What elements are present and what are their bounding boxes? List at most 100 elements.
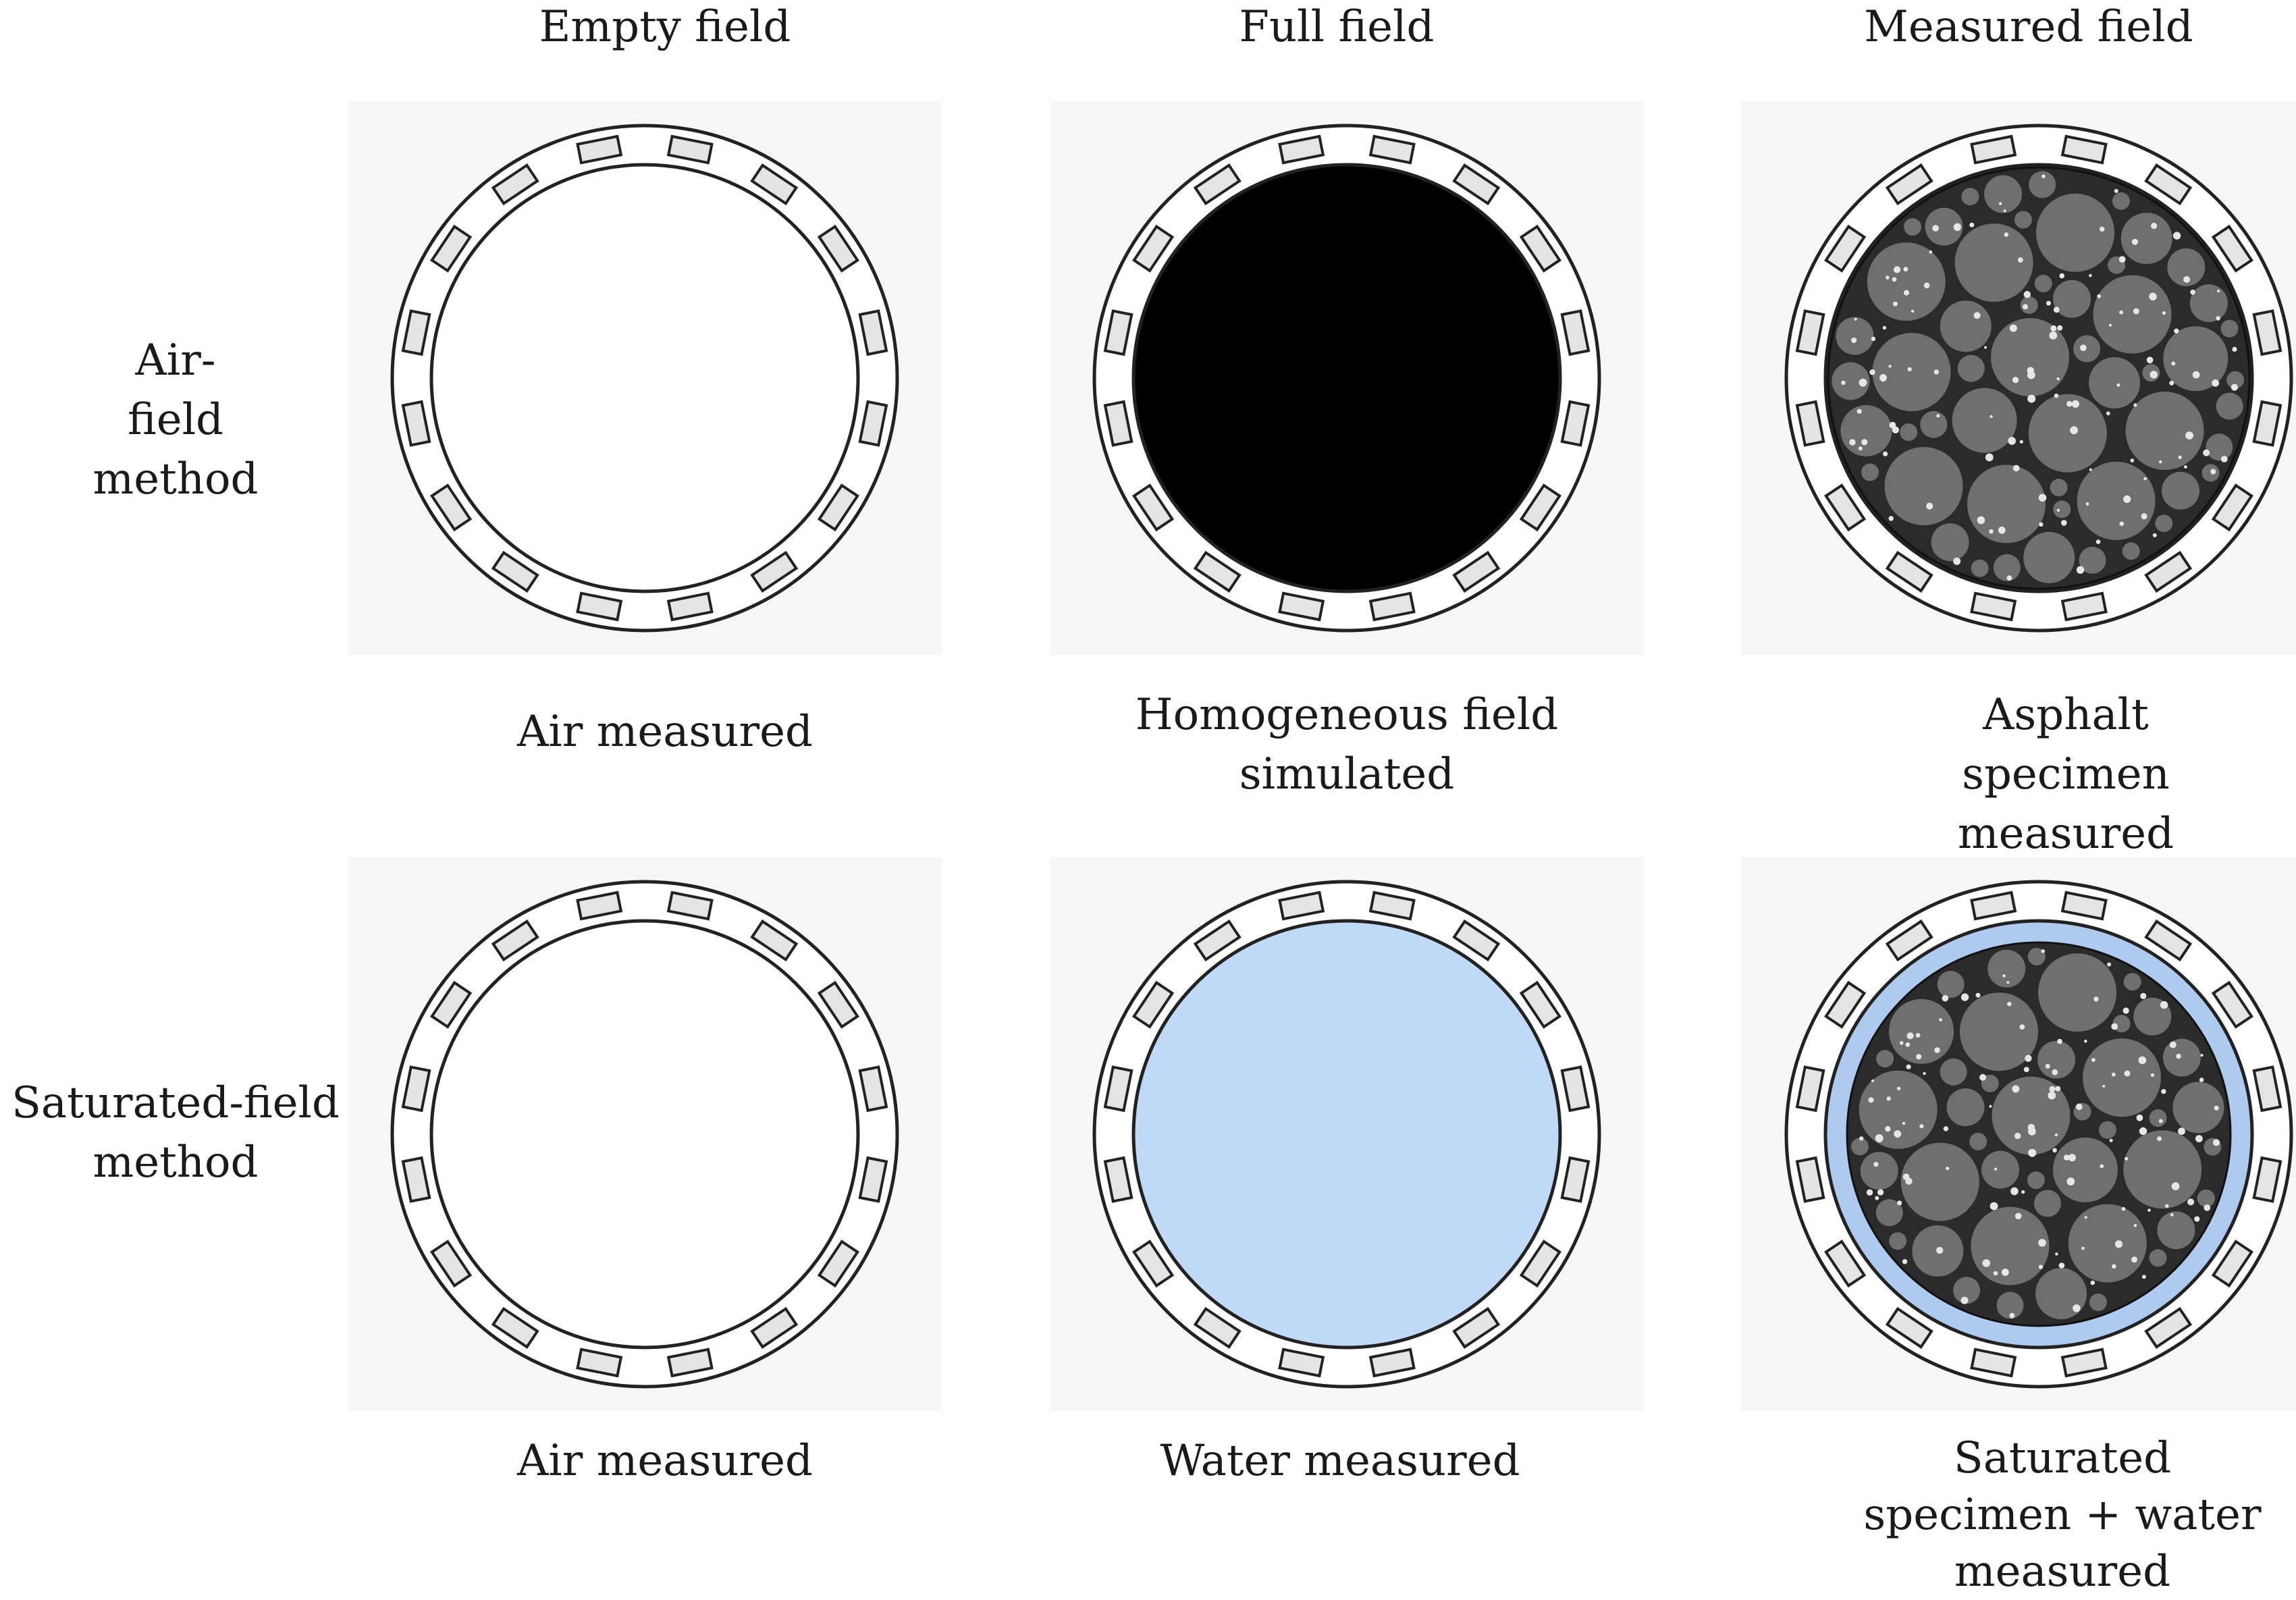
- air-void: [1871, 1079, 1874, 1083]
- air-void: [1982, 1259, 1991, 1267]
- electrode-icon: [1519, 483, 1561, 532]
- aggregate-particle: [2112, 192, 2130, 210]
- aggregate-particle: [2053, 500, 2071, 518]
- electrode-icon: [1824, 1239, 1867, 1288]
- electrode-icon: [2144, 919, 2193, 962]
- air-void: [2027, 394, 2036, 403]
- electrode-icon: [1103, 309, 1133, 356]
- air-void: [2066, 1177, 2075, 1185]
- air-void: [1903, 290, 1910, 296]
- aggregate-particle: [2073, 335, 2101, 363]
- air-void: [2001, 1269, 2009, 1276]
- air-void: [1993, 1271, 1998, 1276]
- air-void: [1888, 516, 1894, 521]
- electrode-icon: [1368, 591, 1416, 622]
- row-label-text: Saturated-field method: [11, 1078, 340, 1188]
- air-void: [2158, 460, 2162, 464]
- air-void: [2049, 331, 2058, 340]
- panel-air-empty-field: [348, 101, 942, 655]
- air-void: [2058, 1262, 2065, 1269]
- air-void: [2195, 1135, 2203, 1143]
- air-void: [2212, 1139, 2220, 1146]
- air-void: [1933, 369, 1940, 375]
- air-void: [2141, 513, 2147, 520]
- electrode-icon: [1885, 550, 1933, 593]
- aggregate-particle: [2052, 1137, 2118, 1202]
- air-void: [1896, 1086, 1901, 1091]
- air-void: [2056, 377, 2060, 381]
- air-void: [2076, 566, 2085, 574]
- electrode-icon: [2211, 224, 2253, 273]
- electrode-icon: [858, 1065, 888, 1113]
- caption-text: Saturated specimen + water measured: [1863, 1433, 2262, 1597]
- air-void: [2014, 1212, 2022, 1220]
- measurement-field: [1131, 163, 1562, 593]
- air-void: [2028, 1148, 2037, 1157]
- air-void: [1903, 267, 1908, 272]
- column-heading-measured-field: Measured field: [1864, 2, 2193, 52]
- electrode-icon: [1452, 1306, 1501, 1349]
- electrode-icon: [1452, 550, 1501, 593]
- air-void: [2150, 371, 2158, 379]
- air-void: [2097, 294, 2102, 298]
- air-void: [2143, 477, 2147, 481]
- aggregate-particle: [2068, 1204, 2147, 1283]
- air-void: [1882, 325, 1887, 330]
- air-void: [2190, 290, 2195, 295]
- aggregate-particle: [2028, 394, 2107, 473]
- air-void: [2080, 344, 2087, 351]
- air-void: [1936, 414, 1940, 418]
- air-void: [2090, 1280, 2095, 1285]
- air-void: [1899, 1041, 1904, 1045]
- aggregate-particle: [1867, 242, 1946, 321]
- panel-air-measured-field: [1742, 101, 2296, 655]
- air-void: [2070, 426, 2078, 435]
- aggregate-particle: [2123, 973, 2141, 991]
- aggregate-particle: [2098, 1121, 2116, 1139]
- air-void: [1943, 1126, 1949, 1131]
- air-void: [2041, 174, 2046, 178]
- air-void: [2089, 468, 2092, 471]
- electrode-icon: [1193, 163, 1242, 206]
- air-void: [1907, 367, 1912, 372]
- air-void: [2019, 439, 2023, 444]
- air-void: [2093, 996, 2099, 1002]
- air-void: [2057, 1038, 2062, 1044]
- air-void: [1877, 1189, 1884, 1196]
- air-void: [2027, 367, 2035, 375]
- aggregate-particle: [2201, 464, 2220, 482]
- air-void: [2102, 1085, 2106, 1088]
- air-void: [2199, 1077, 2204, 1082]
- electrode-icon: [666, 134, 714, 165]
- air-void: [1934, 1047, 1940, 1053]
- air-void: [2006, 575, 2012, 581]
- aggregate-particle: [2120, 213, 2172, 265]
- electrode-icon: [430, 980, 473, 1029]
- air-void: [1953, 557, 1961, 565]
- air-void: [1990, 1202, 1998, 1210]
- air-void: [2119, 521, 2125, 527]
- electrode-icon: [2060, 1348, 2108, 1378]
- air-void: [2055, 1252, 2058, 1256]
- electrode-icon: [2060, 890, 2108, 921]
- air-void: [1905, 1042, 1911, 1047]
- air-void: [1857, 408, 1862, 414]
- electrode-icon: [858, 1156, 888, 1203]
- air-void: [2133, 403, 2137, 407]
- electrode-icon: [666, 1348, 714, 1378]
- air-void: [1886, 275, 1890, 279]
- air-void: [1975, 992, 1981, 998]
- electrode-icon: [1278, 890, 1325, 921]
- air-void: [2149, 292, 2157, 301]
- electrode-icon: [1970, 1348, 2017, 1378]
- electrode-icon: [2211, 980, 2253, 1029]
- sensor-ring-icon: [390, 124, 899, 633]
- air-void: [2232, 346, 2237, 352]
- caption-saturated-empty: Air measured: [517, 1436, 813, 1486]
- electrode-icon: [1519, 1239, 1561, 1288]
- electrode-icon: [750, 163, 799, 206]
- sensor-ring-icon: [1092, 880, 1601, 1389]
- air-void: [1973, 312, 1981, 319]
- aggregate-particle: [2162, 1038, 2201, 1077]
- electrode-icon: [2252, 1156, 2282, 1203]
